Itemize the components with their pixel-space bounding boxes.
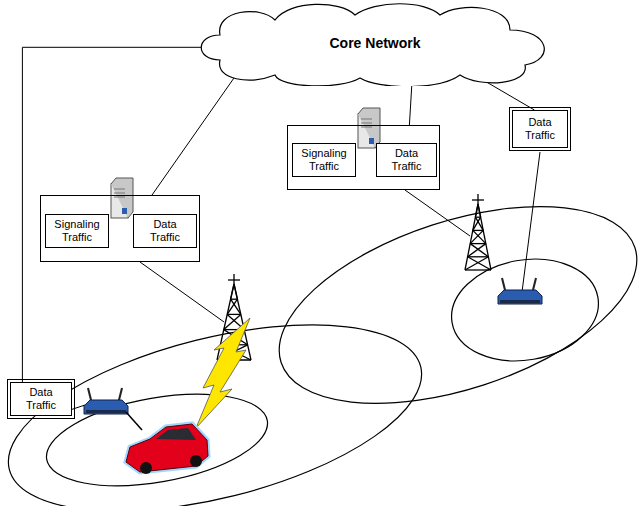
traffic-box: Data Traffic: [133, 214, 197, 248]
router-body: [498, 290, 542, 304]
tower-strut: [473, 230, 483, 231]
server-slot: [114, 193, 125, 194]
router-link: [126, 412, 142, 430]
tower-strut: [231, 284, 234, 299]
tower-strut: [470, 244, 488, 257]
box-label: Data Traffic: [380, 147, 433, 173]
server-slot: [114, 189, 125, 190]
box-label: Signaling Traffic: [49, 218, 105, 244]
server-light: [122, 208, 127, 214]
box-label: Data Traffic: [516, 116, 564, 142]
server-group: Signaling Traffic Data Traffic: [287, 125, 440, 190]
server-side: [111, 178, 133, 218]
tower-strut: [472, 199, 484, 200]
tower-strut: [473, 230, 486, 243]
server-icon: [358, 108, 380, 148]
tower-strut: [228, 279, 240, 280]
traffic-box: Data Traffic: [10, 382, 72, 416]
backhaul-line: [140, 262, 224, 322]
box-label: Data Traffic: [137, 218, 193, 244]
server-side: [358, 108, 380, 148]
tower-strut: [468, 256, 489, 257]
cloud-label: Core Network: [329, 35, 420, 52]
backhaul-line: [405, 190, 470, 236]
box-label: Signaling Traffic: [296, 147, 352, 173]
tower-strut: [470, 230, 483, 243]
car-wheel: [190, 455, 202, 467]
wifi-router: [84, 388, 128, 414]
network-link: [22, 47, 201, 382]
router-body: [84, 400, 128, 414]
server-icon: [111, 178, 133, 218]
tower-strut: [478, 204, 481, 217]
network-link: [152, 77, 234, 195]
core-network-cloud: Core Network: [190, 0, 560, 86]
router-base: [500, 300, 540, 303]
cell-tower: [465, 194, 491, 270]
tower-strut: [468, 244, 486, 257]
server-group: Signaling Traffic Data Traffic: [40, 195, 200, 262]
traffic-box: Data Traffic: [376, 143, 437, 177]
network-link: [409, 82, 412, 125]
macro-cell: [0, 289, 440, 506]
tower-strut: [233, 274, 234, 284]
box-label: Data Traffic: [14, 386, 68, 412]
tower-strut: [465, 257, 488, 270]
backhaul-line: [522, 152, 540, 292]
tower-strut: [227, 314, 241, 315]
car-window: [156, 428, 196, 440]
tower-strut: [477, 194, 478, 204]
tower-strut: [473, 217, 481, 230]
car-body: [126, 424, 208, 472]
router-base: [86, 410, 126, 413]
vehicle: [126, 424, 208, 474]
server-slot: [361, 123, 372, 124]
tower-strut: [234, 284, 237, 299]
small-cell: [39, 379, 274, 501]
car-glow: [126, 424, 208, 472]
server-slot: [361, 127, 372, 128]
wireless-link: [196, 318, 250, 428]
tower-strut: [224, 314, 241, 329]
tower-strut: [468, 257, 491, 270]
tower-strut: [475, 204, 478, 217]
tower-strut: [465, 269, 491, 270]
macro-cell: [255, 168, 642, 443]
wifi-router: [498, 278, 542, 304]
car-wheel: [140, 462, 152, 474]
traffic-box: Data Traffic: [512, 110, 568, 148]
traffic-box: Signaling Traffic: [292, 143, 356, 177]
server-light: [369, 138, 374, 144]
server-slot: [361, 119, 372, 120]
tower-strut: [227, 299, 237, 314]
traffic-box: Signaling Traffic: [45, 214, 109, 248]
server-slot: [114, 197, 125, 198]
cloud-shape: [201, 4, 544, 86]
tower-strut: [470, 243, 486, 244]
